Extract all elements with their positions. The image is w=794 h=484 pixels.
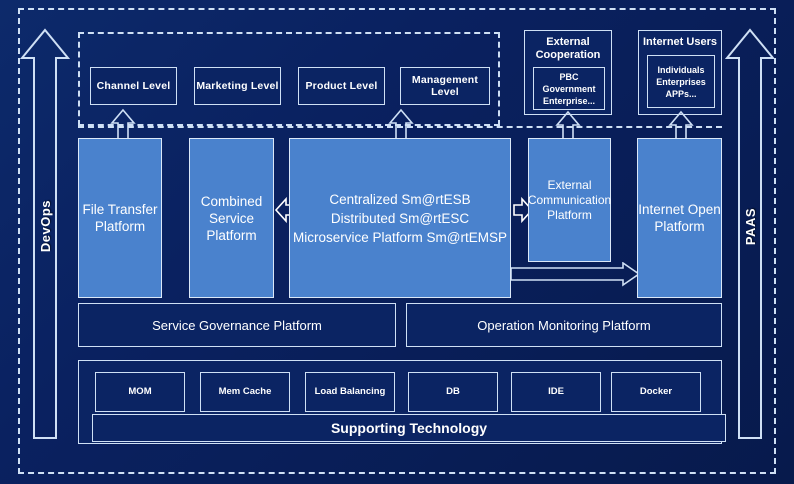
level-box-marketing[interactable]: Marketing Level bbox=[194, 67, 281, 105]
platform-centralized-esb[interactable]: Centralized Sm@rtESB Distributed Sm@rtES… bbox=[289, 138, 511, 298]
platform-internet-open[interactable]: Internet Open Platform bbox=[637, 138, 722, 298]
devops-arrow-label: DevOps bbox=[38, 200, 53, 253]
level-label: Channel Level bbox=[96, 80, 171, 92]
internet-users-group[interactable]: Internet Users Individuals Enterprises A… bbox=[638, 30, 722, 115]
consumer-levels-group bbox=[78, 32, 500, 126]
internet-users-title: Internet Users bbox=[643, 36, 717, 48]
tech-label: IDE bbox=[548, 386, 564, 397]
center-platform-line-2: Distributed Sm@rtESC bbox=[330, 210, 470, 226]
tech-label: Docker bbox=[639, 386, 673, 397]
level-box-management[interactable]: Management Level bbox=[400, 67, 490, 105]
center-platform-line-1: Centralized Sm@rtESB bbox=[329, 191, 471, 207]
tech-box-db[interactable]: DB bbox=[408, 372, 498, 412]
supporting-technology-label: Supporting Technology bbox=[330, 420, 488, 436]
up-arrow-to-external-cooperation bbox=[555, 110, 581, 140]
internet-users-inner: Individuals Enterprises APPs... bbox=[647, 55, 715, 108]
up-arrow-to-management bbox=[388, 108, 414, 140]
tech-box-mom[interactable]: MOM bbox=[95, 372, 185, 412]
level-label: Management Level bbox=[411, 74, 479, 98]
band-label: Operation Monitoring Platform bbox=[477, 317, 651, 333]
center-platform-line-3: Microservice Platform Sm@rtEMSP bbox=[293, 229, 507, 245]
level-box-channel[interactable]: Channel Level bbox=[90, 67, 177, 105]
platform-label: External Communication Platform bbox=[527, 177, 612, 222]
external-cooperation-group[interactable]: External Cooperation PBC Government Ente… bbox=[524, 30, 612, 115]
up-arrow-to-internet-users bbox=[668, 110, 694, 140]
platform-file-transfer[interactable]: File Transfer Platform bbox=[78, 138, 162, 298]
tech-box-load-balancing[interactable]: Load Balancing bbox=[305, 372, 395, 412]
level-box-product[interactable]: Product Level bbox=[298, 67, 385, 105]
tech-label: MOM bbox=[128, 386, 152, 397]
tech-label: Mem Cache bbox=[218, 386, 272, 397]
level-label: Product Level bbox=[305, 80, 378, 92]
platform-label: Internet Open Platform bbox=[638, 202, 721, 234]
external-cooperation-inner: PBC Government Enterprise... bbox=[533, 67, 605, 110]
platform-label: Combined Service Platform bbox=[200, 193, 263, 243]
layer-separator-dashed bbox=[78, 126, 722, 128]
band-operation-monitoring[interactable]: Operation Monitoring Platform bbox=[406, 303, 722, 347]
platform-label: File Transfer Platform bbox=[82, 202, 158, 234]
devops-arrow bbox=[20, 28, 70, 440]
tech-label: Load Balancing bbox=[314, 386, 386, 397]
supporting-technology-footer[interactable]: Supporting Technology bbox=[92, 414, 726, 442]
band-label: Service Governance Platform bbox=[152, 317, 322, 333]
tech-label: DB bbox=[446, 386, 460, 397]
up-arrow-to-channel bbox=[110, 108, 136, 140]
paas-arrow-label: PAAS bbox=[743, 208, 758, 246]
arrow-center-to-internet-open bbox=[511, 262, 641, 288]
band-service-governance[interactable]: Service Governance Platform bbox=[78, 303, 396, 347]
tech-box-docker[interactable]: Docker bbox=[611, 372, 701, 412]
platform-combined-service[interactable]: Combined Service Platform bbox=[189, 138, 274, 298]
external-cooperation-title: External Cooperation bbox=[535, 36, 601, 61]
level-label: Marketing Level bbox=[196, 80, 279, 92]
tech-box-ide[interactable]: IDE bbox=[511, 372, 601, 412]
platform-external-communication[interactable]: External Communication Platform bbox=[528, 138, 611, 262]
arrow-center-to-external-comm bbox=[512, 196, 534, 224]
paas-arrow bbox=[725, 28, 775, 440]
tech-box-mem-cache[interactable]: Mem Cache bbox=[200, 372, 290, 412]
diagram-outer-boundary bbox=[18, 8, 776, 474]
